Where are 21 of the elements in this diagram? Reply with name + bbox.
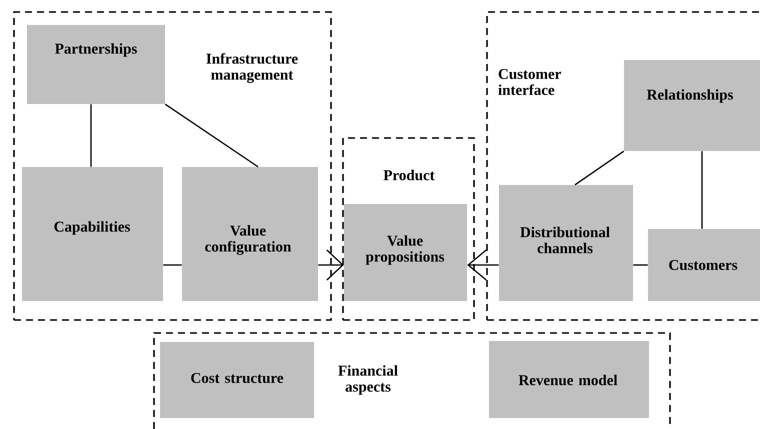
connector	[90, 104, 92, 167]
process-box: Customers	[648, 229, 760, 301]
process-box: Partnerships	[27, 25, 165, 104]
process-box: Value configuration	[182, 167, 318, 301]
group-heading: Product	[384, 170, 435, 180]
connector	[164, 104, 258, 168]
process-box: Capabilities	[22, 167, 163, 301]
connector	[163, 264, 182, 266]
connector	[318, 250, 344, 280]
process-box: Relationships	[624, 60, 760, 151]
group-heading: Financial aspects	[338, 365, 398, 395]
connector	[574, 150, 624, 186]
process-box: Revenue model	[489, 341, 649, 418]
group-heading: Infrastructure management	[206, 53, 298, 83]
connector	[701, 151, 703, 229]
process-box: Cost structure	[160, 342, 314, 418]
process-box: Distributional channels	[499, 185, 633, 301]
connector	[633, 264, 648, 266]
group-heading: Customer interface	[498, 68, 561, 96]
connector	[467, 250, 499, 280]
process-box: Value propositions	[344, 204, 467, 301]
